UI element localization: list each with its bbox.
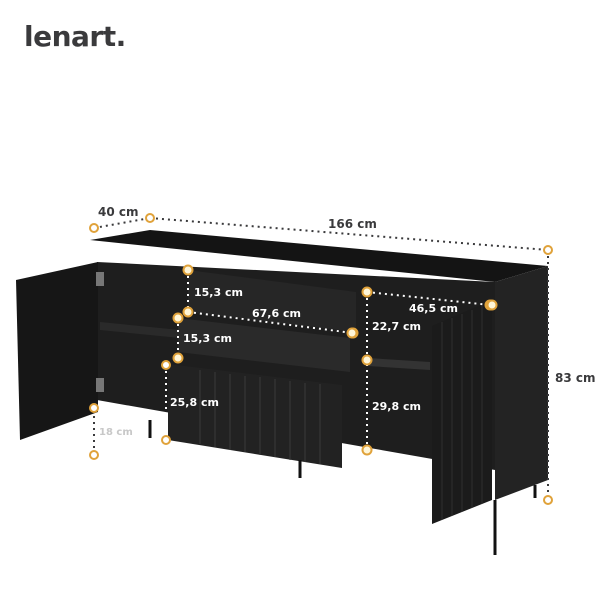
width-label: 166 cm [328, 217, 377, 231]
brand-logo: lenart. [24, 20, 126, 53]
leg-height-label: 18 cm [99, 427, 133, 438]
right-lower-height-label: 29,8 cm [372, 400, 421, 413]
depth-label: 40 cm [98, 205, 139, 219]
drawer-top-height-label: 15,3 cm [194, 286, 243, 299]
drawer-bottom-height-label: 25,8 cm [170, 396, 219, 409]
height-label: 83 cm [555, 371, 596, 385]
right-depth-label: 46,5 cm [409, 302, 458, 315]
drawer-width-label: 67,6 cm [252, 307, 301, 320]
right-upper-height-label: 22,7 cm [372, 320, 421, 333]
drawer-middle-height-label: 15,3 cm [183, 332, 232, 345]
